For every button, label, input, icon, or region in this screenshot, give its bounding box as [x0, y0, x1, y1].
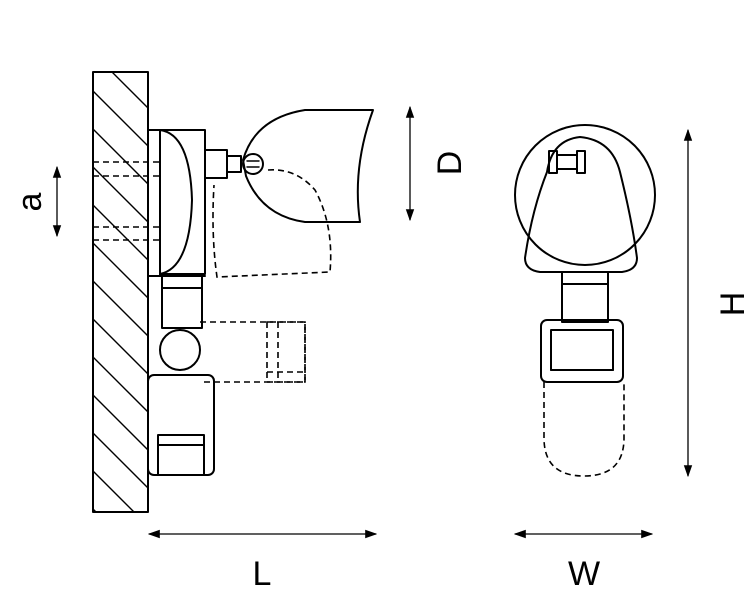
dimension-a-label: a: [11, 192, 49, 211]
spotlight-head: [242, 109, 374, 223]
lower-bracket-rotated: [200, 321, 306, 383]
front-lower-bracket: [540, 319, 624, 383]
wall-outline: [92, 71, 149, 513]
dimension-w: W: [513, 529, 654, 593]
dimension-l: L: [147, 529, 378, 593]
wall-hatching: [92, 71, 149, 513]
hatch-lines: [93, 72, 148, 512]
round-base: [514, 124, 656, 266]
dimension-d: D: [405, 105, 469, 222]
spotlight-head-rotated: [212, 169, 332, 278]
dimension-w-label: W: [568, 555, 600, 593]
dimension-h: H: [683, 128, 752, 478]
dimension-d-label: D: [431, 151, 469, 176]
mounting-base: [147, 129, 206, 277]
dimension-l-label: L: [253, 555, 272, 593]
stem: [161, 275, 203, 329]
front-stem: [561, 271, 609, 323]
front-view: W H: [513, 124, 752, 593]
dimension-h-label: H: [714, 292, 752, 317]
head-clamp: [548, 150, 586, 174]
lower-bracket: [147, 374, 215, 476]
spotlight-head-front: [524, 136, 638, 273]
spot-joint: [204, 149, 264, 179]
side-view: a D L: [11, 71, 469, 593]
dimension-a: a: [11, 165, 62, 238]
ball-joint: [159, 329, 201, 371]
front-bracket-rotated: [543, 382, 625, 477]
